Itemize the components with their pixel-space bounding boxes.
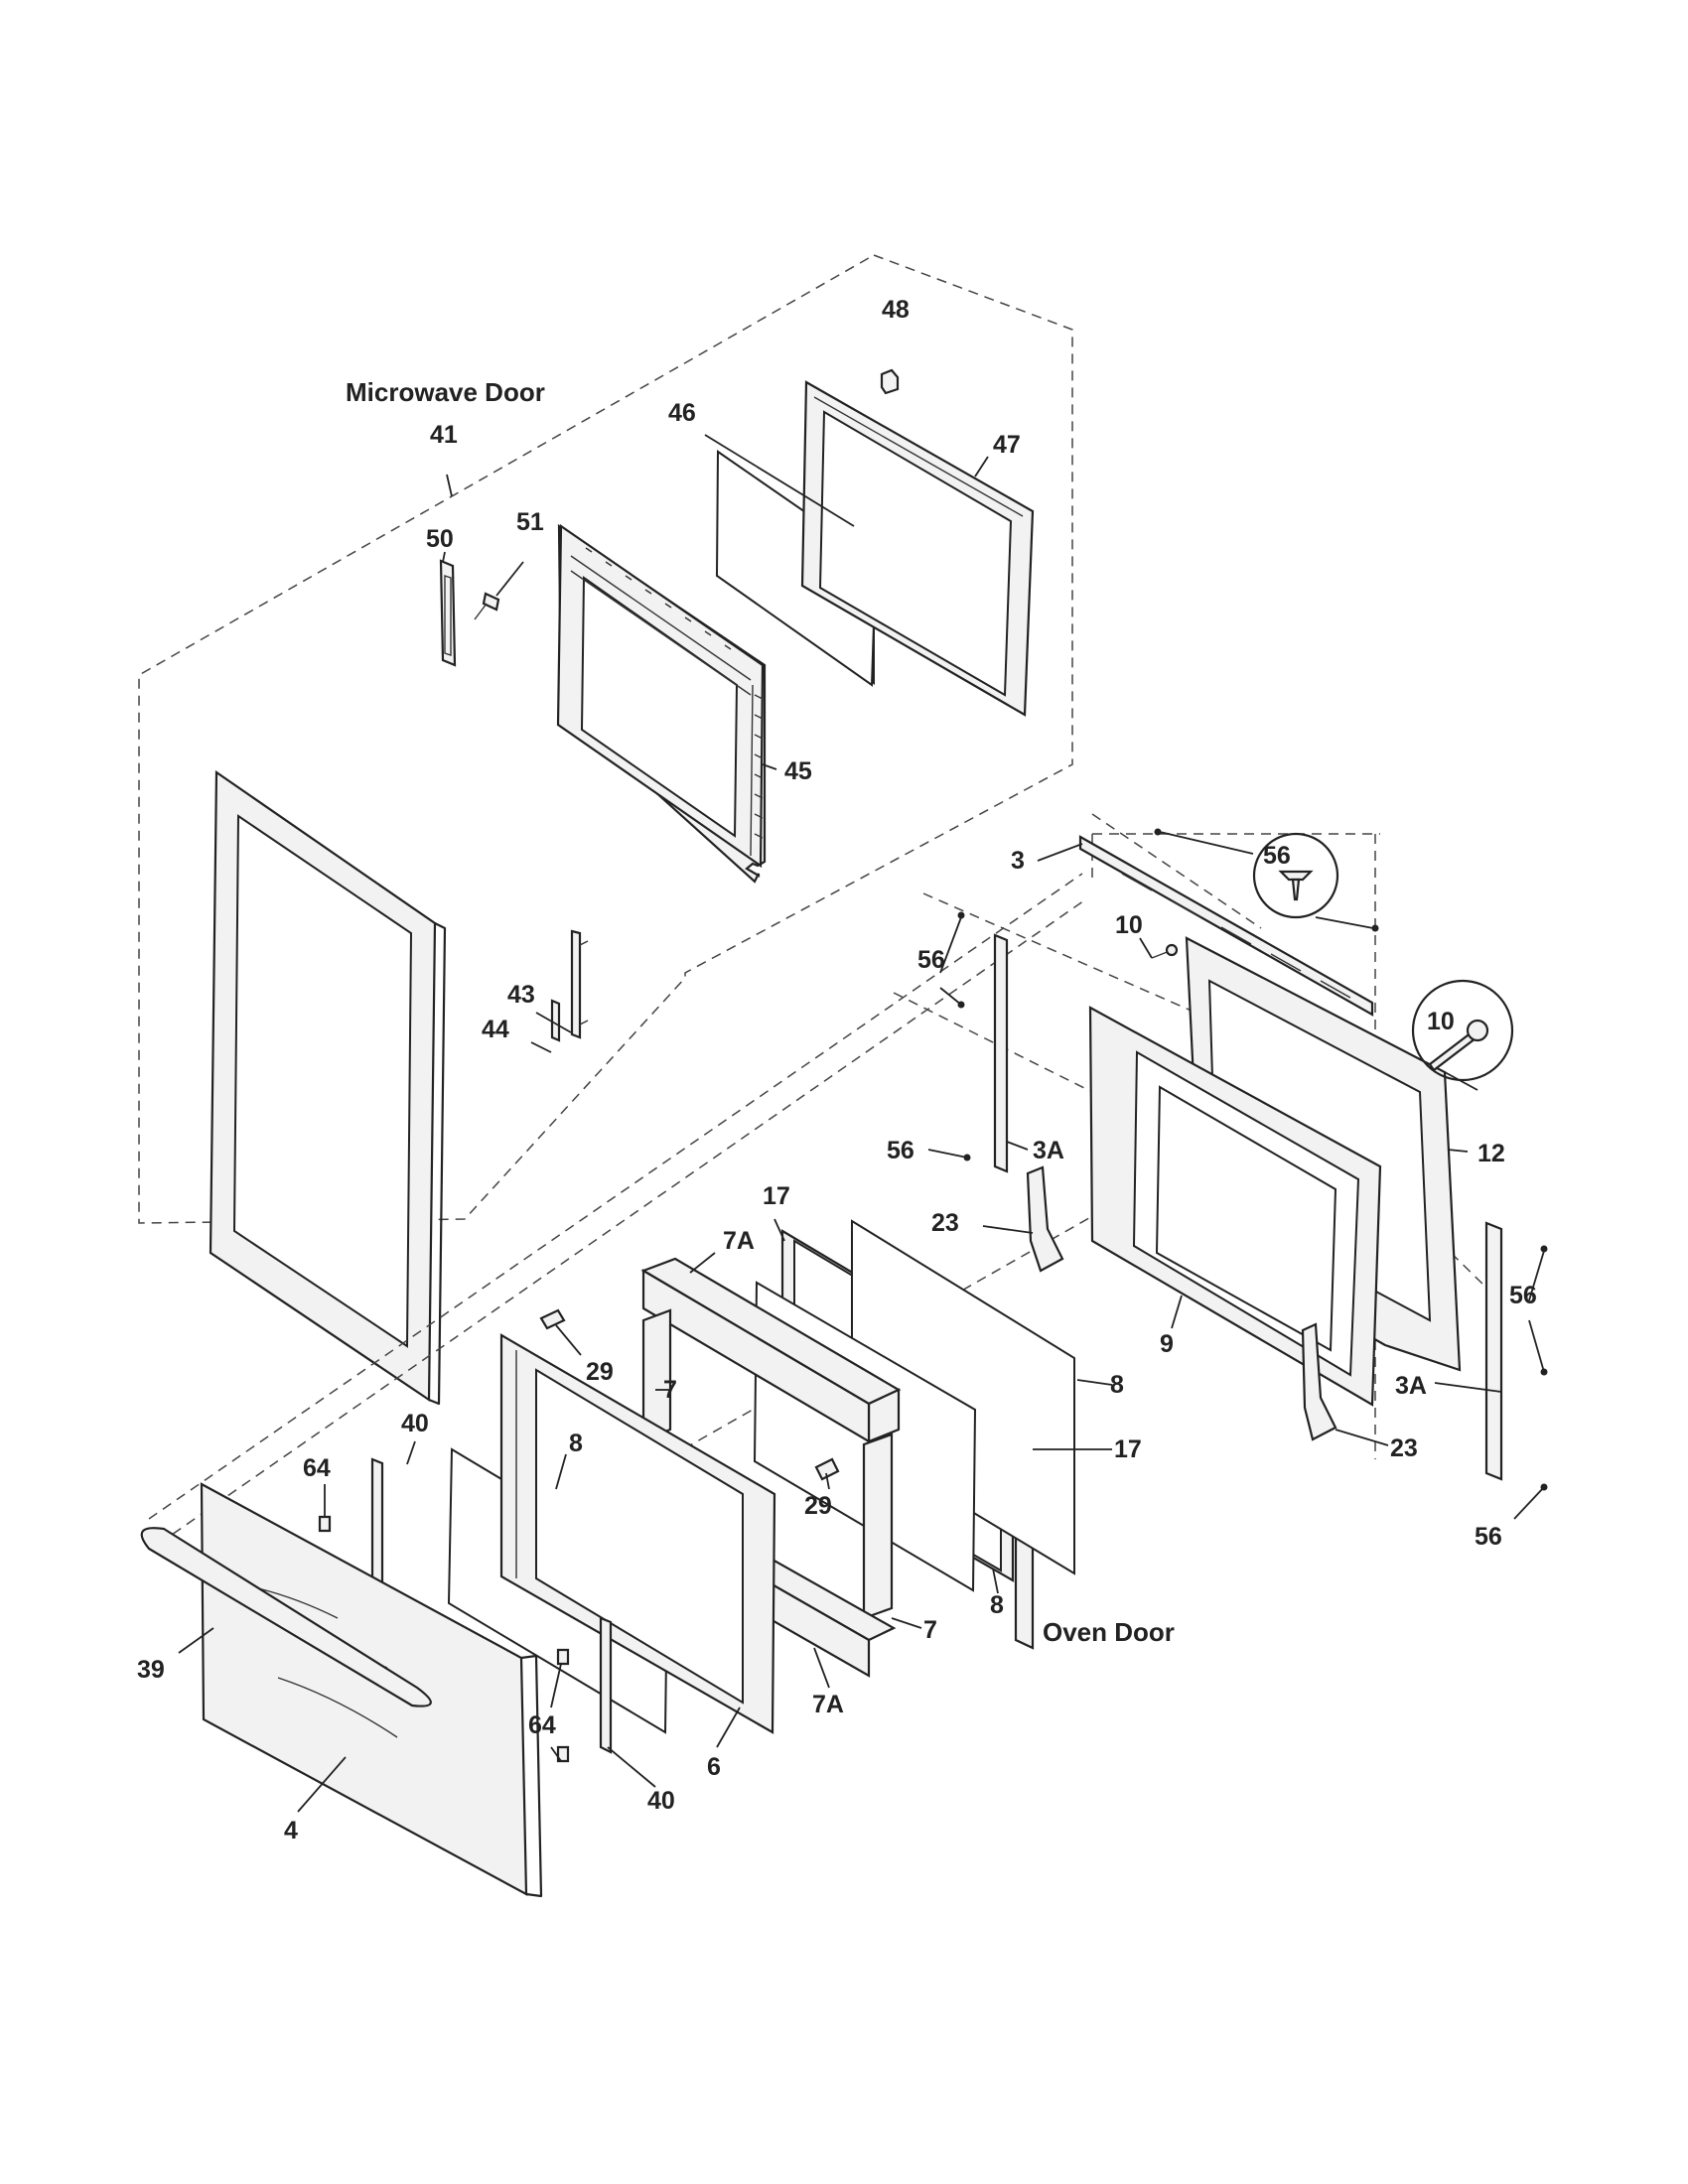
callout-10-small: 10 xyxy=(1115,911,1143,939)
callout-23-right: 23 xyxy=(1390,1434,1418,1462)
part-7-insulation-right xyxy=(862,1433,894,1620)
part-10-screw xyxy=(1151,943,1179,959)
callout-47: 47 xyxy=(993,431,1021,459)
callout-4: 4 xyxy=(284,1817,298,1844)
callout-7A-bottom: 7A xyxy=(812,1691,844,1718)
callout-43: 43 xyxy=(507,981,535,1009)
callout-12: 12 xyxy=(1477,1140,1505,1167)
callout-3A-left: 3A xyxy=(1033,1137,1064,1164)
part-56-magnified-view xyxy=(1252,832,1339,919)
callout-3: 3 xyxy=(1011,847,1025,875)
callout-48: 48 xyxy=(882,296,910,324)
title-microwave-door: Microwave Door xyxy=(346,377,545,407)
callout-7-top: 7 xyxy=(663,1376,677,1404)
callout-45: 45 xyxy=(784,757,812,785)
callout-39: 39 xyxy=(137,1656,165,1684)
part-41-microwave-outer-door xyxy=(209,769,447,1406)
callout-29-top: 29 xyxy=(586,1358,614,1386)
part-3A-side-trim-left xyxy=(993,933,1009,1173)
part-23-hinge-left xyxy=(1026,1165,1064,1273)
part-29-spacer-bottom xyxy=(814,1457,840,1481)
callout-8-front: 8 xyxy=(569,1430,583,1457)
callout-46: 46 xyxy=(668,399,696,427)
callout-23-left: 23 xyxy=(931,1209,959,1237)
part-39-handle xyxy=(140,1527,432,1707)
part-23-hinge-right xyxy=(1301,1322,1337,1441)
part-3A-side-trim-right xyxy=(1484,1221,1503,1481)
callout-7-bottom: 7 xyxy=(923,1616,937,1644)
part-64-bumper-top xyxy=(318,1515,332,1533)
part-47-microwave-choke-frame xyxy=(800,380,1035,717)
part-64-bumper-middle xyxy=(556,1648,570,1666)
callout-10-magnified: 10 xyxy=(1427,1008,1455,1035)
callout-6: 6 xyxy=(707,1753,721,1781)
callout-50: 50 xyxy=(426,525,454,553)
microwave-door-boundary xyxy=(138,254,1073,1224)
callout-56-top: 56 xyxy=(1263,842,1291,870)
callout-51: 51 xyxy=(516,508,544,536)
callout-56-left-bottom: 56 xyxy=(887,1137,914,1164)
title-oven-door: Oven Door xyxy=(1043,1617,1175,1647)
part-6-door-frame xyxy=(499,1333,776,1734)
part-7-insulation-left xyxy=(641,1308,672,1441)
part-43-latch-hook xyxy=(570,929,589,1039)
callout-29-bottom: 29 xyxy=(804,1492,832,1520)
callout-44: 44 xyxy=(482,1016,509,1043)
callout-56-right-bottom: 56 xyxy=(1475,1523,1502,1551)
part-45-microwave-inner-frame xyxy=(556,523,767,884)
callout-40-bottom: 40 xyxy=(647,1787,675,1815)
part-10-magnified-view xyxy=(1411,979,1514,1082)
callout-41: 41 xyxy=(430,421,458,449)
part-4-outer-door xyxy=(200,1482,543,1898)
leader-lines xyxy=(178,434,1545,1813)
callout-17-top: 17 xyxy=(763,1182,790,1210)
part-9-inner-frame xyxy=(1088,1006,1382,1407)
part-44-latch-hook xyxy=(550,999,561,1042)
callout-64-bottom: 64 xyxy=(528,1711,556,1739)
callout-56-left-top: 56 xyxy=(917,946,945,974)
part-40-bracket-right xyxy=(599,1616,613,1754)
callout-8-rear: 8 xyxy=(1110,1371,1124,1399)
part-48-clip xyxy=(880,368,900,395)
part-7A-insulation-top xyxy=(640,1257,902,1443)
part-40-bracket-left xyxy=(370,1457,384,1585)
callout-9: 9 xyxy=(1160,1330,1174,1358)
callout-7A-top: 7A xyxy=(723,1227,755,1255)
part-50-latch xyxy=(439,559,457,667)
part-46-microwave-glass xyxy=(715,450,878,687)
callout-8-middle: 8 xyxy=(990,1591,1004,1619)
callout-64-top: 64 xyxy=(303,1454,331,1482)
callout-56-right-top: 56 xyxy=(1509,1282,1537,1309)
part-51-screw xyxy=(474,592,500,620)
callout-3A-right: 3A xyxy=(1395,1372,1427,1400)
part-29-spacer-top xyxy=(539,1308,566,1330)
callout-17-bottom: 17 xyxy=(1114,1435,1142,1463)
callout-40-top: 40 xyxy=(401,1410,429,1437)
